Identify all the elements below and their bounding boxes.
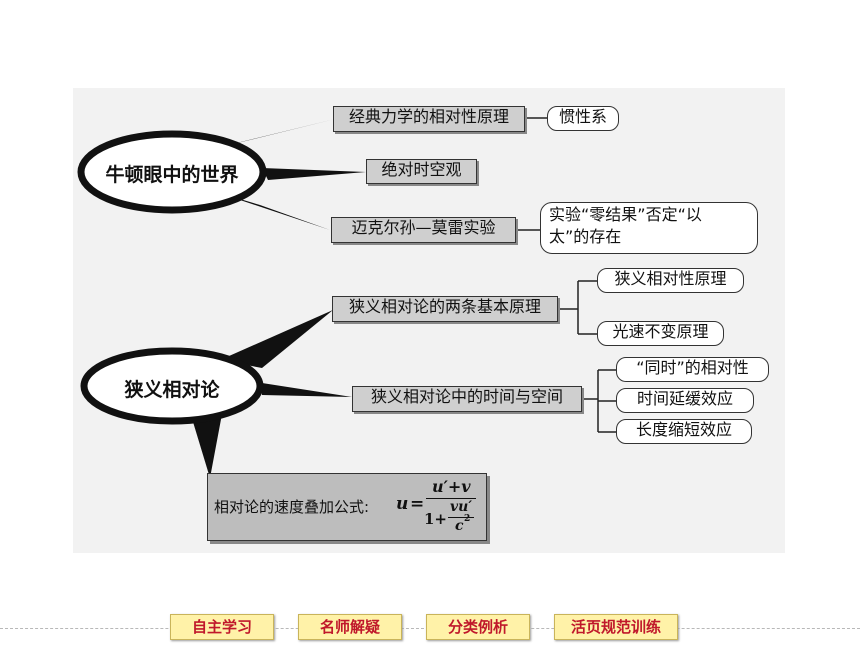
ellipse-relativity (80, 347, 264, 425)
callout-wedge (220, 310, 333, 368)
fraction-bar (426, 498, 476, 499)
newton-title: 牛顿眼中的世界 (105, 164, 239, 186)
leaf-inertial-frame: 惯性系 (547, 106, 619, 131)
node-two-postulates: 狭义相对论的两条基本原理 (332, 296, 558, 322)
leaf-null-result-line1: 实验“零结果”否定“以 (549, 205, 702, 224)
formula-denominator-c: c (455, 518, 464, 534)
formula-numerator: u′+v (432, 477, 471, 496)
nav-examples-button[interactable]: 分类例析 (426, 614, 530, 640)
callout-wedge (208, 119, 335, 150)
nav-self-study-button[interactable]: 自主学习 (170, 614, 274, 640)
leaf-simultaneity: “同时”的相对性 (616, 357, 769, 382)
formula-denominator-one: 1+ (424, 510, 448, 528)
ellipse-newton (77, 130, 267, 214)
formula-denominator-num: vu′ (450, 499, 473, 515)
velocity-addition-formula: 相对论的速度叠加公式: u = u′+v 1+ vu′ c 2 (207, 473, 487, 541)
leaf-null-result: 实验“零结果”否定“以 太”的存在 (540, 202, 758, 254)
node-time-and-space: 狭义相对论中的时间与空间 (352, 386, 582, 412)
callout-wedge (190, 412, 222, 478)
formula-label: 相对论的速度叠加公式: (214, 498, 370, 516)
callout-wedge (262, 168, 366, 180)
node-absolute-spacetime: 绝对时空观 (366, 159, 477, 184)
leaf-constant-light-speed: 光速不变原理 (597, 321, 724, 346)
node-michelson-morley: 迈克尔孙—莫雷实验 (331, 217, 516, 243)
leaf-null-result-line2: 太”的存在 (549, 227, 622, 246)
inner-fraction-bar (448, 517, 474, 518)
relativity-title: 狭义相对论 (124, 379, 220, 401)
node-classical-relativity: 经典力学的相对性原理 (333, 106, 525, 132)
formula-equals: = (410, 494, 425, 514)
bottom-nav: 自主学习 名师解疑 分类例析 活页规范训练 (0, 612, 860, 642)
formula-exponent: 2 (464, 514, 471, 524)
leaf-relativity-principle: 狭义相对性原理 (597, 268, 744, 293)
callout-wedge (262, 383, 352, 397)
nav-teacher-explain-button[interactable]: 名师解疑 (298, 614, 402, 640)
formula-u: u (396, 494, 409, 514)
leaf-length-contraction: 长度缩短效应 (616, 419, 752, 444)
leaf-time-dilation: 时间延缓效应 (616, 388, 754, 413)
nav-exercises-button[interactable]: 活页规范训练 (554, 614, 678, 640)
